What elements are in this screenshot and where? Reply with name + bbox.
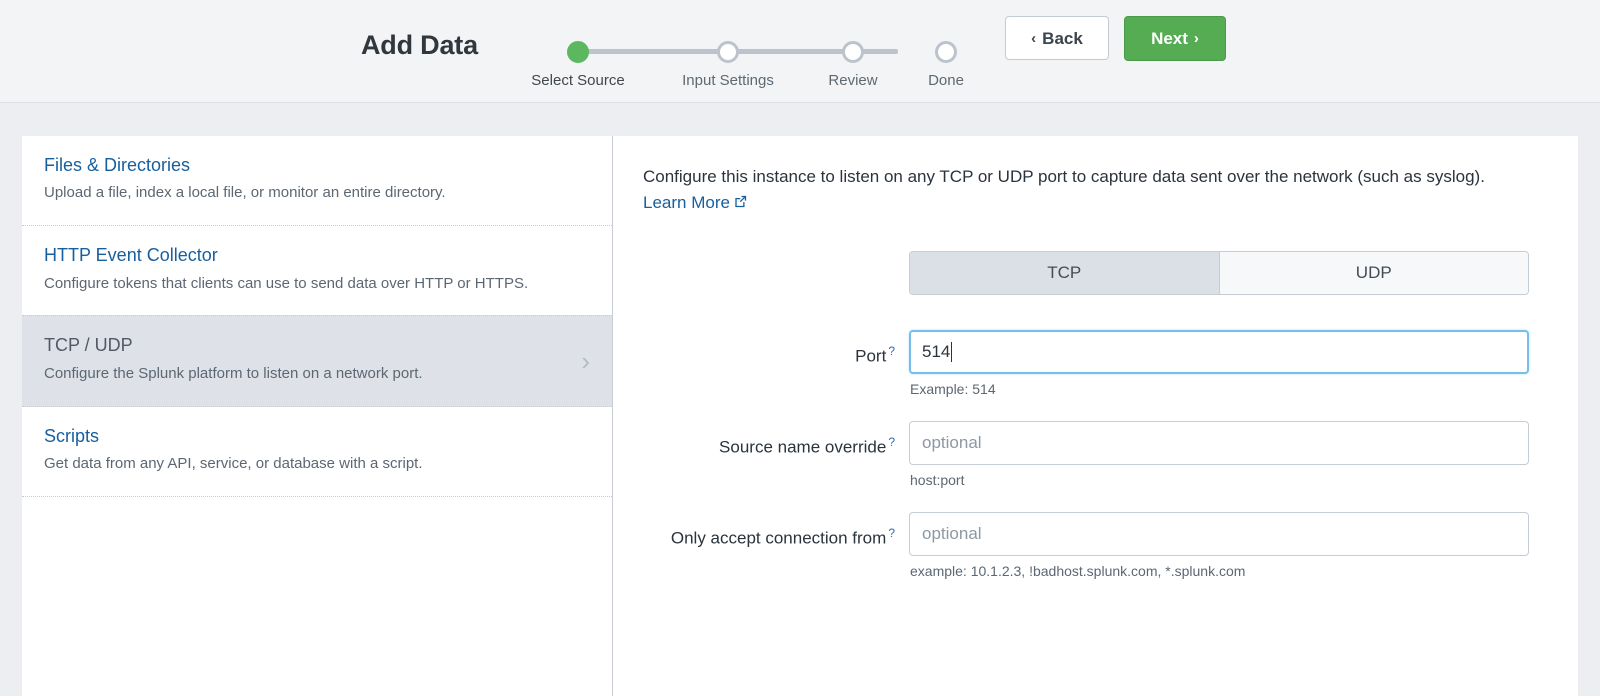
wizard-nav-buttons: ‹ Back Next › bbox=[1005, 16, 1226, 61]
page-title: Add Data bbox=[361, 30, 478, 60]
protocol-field: TCP UDP bbox=[909, 250, 1547, 327]
accept-connection-from-label-text: Only accept connection from bbox=[670, 528, 887, 548]
data-source-list: Files & Directories Upload a file, index… bbox=[22, 136, 613, 696]
next-button-label: Next bbox=[1151, 29, 1188, 48]
tcp-udp-settings-form: Configure this instance to listen on any… bbox=[613, 136, 1578, 696]
text-cursor bbox=[951, 341, 953, 362]
sidebar-item-description: Upload a file, index a local file, or mo… bbox=[44, 184, 446, 202]
next-button[interactable]: Next › bbox=[1124, 16, 1226, 61]
protocol-toggle-group: TCP UDP bbox=[909, 250, 1529, 295]
source-name-override-placeholder: optional bbox=[922, 432, 982, 452]
port-input-value: 514 bbox=[922, 341, 951, 361]
chevron-right-icon: › bbox=[581, 345, 590, 376]
accept-connection-from-help-icon[interactable]: ? bbox=[888, 525, 895, 540]
port-input[interactable]: 514 bbox=[909, 329, 1529, 374]
accept-connection-from-label: Only accept connection from? bbox=[643, 512, 909, 551]
port-field: 514 Example: 514 bbox=[909, 329, 1547, 397]
sidebar-item-description: Get data from any API, service, or datab… bbox=[44, 454, 423, 472]
sidebar-item-title: TCP / UDP bbox=[44, 335, 133, 356]
accept-connection-from-row: Only accept connection from? optional ex… bbox=[643, 511, 1547, 579]
sidebar-item-files-directories[interactable]: Files & Directories Upload a file, index… bbox=[22, 136, 612, 227]
source-name-override-label-text: Source name override bbox=[719, 437, 887, 457]
chevron-right-icon: › bbox=[1193, 30, 1199, 47]
source-name-override-label: Source name override? bbox=[643, 421, 909, 460]
source-name-override-row: Source name override? optional host:port bbox=[643, 420, 1547, 488]
form-description-text: Configure this instance to listen on any… bbox=[643, 167, 1485, 186]
step-review[interactable]: Review bbox=[798, 18, 908, 89]
step-done[interactable]: Done bbox=[891, 18, 1001, 89]
sidebar-item-title: Files & Directories bbox=[44, 155, 191, 175]
back-button[interactable]: ‹ Back bbox=[1005, 16, 1109, 60]
source-name-override-help-icon[interactable]: ? bbox=[888, 434, 895, 449]
port-label: Port? bbox=[643, 330, 909, 369]
port-label-text: Port bbox=[855, 346, 887, 366]
step-input-settings[interactable]: Input Settings bbox=[673, 18, 783, 89]
content-area: Files & Directories Upload a file, index… bbox=[0, 104, 1600, 696]
accept-connection-from-placeholder: optional bbox=[922, 523, 982, 543]
sidebar-item-description: Configure the Splunk platform to listen … bbox=[44, 364, 423, 382]
protocol-toggle-udp[interactable]: UDP bbox=[1219, 251, 1528, 294]
add-data-panel: Files & Directories Upload a file, index… bbox=[22, 136, 1578, 696]
source-name-override-input[interactable]: optional bbox=[909, 420, 1529, 465]
step-dot-input-settings bbox=[717, 41, 739, 63]
sidebar-item-http-event-collector[interactable]: HTTP Event Collector Configure tokens th… bbox=[22, 226, 612, 317]
port-help-icon[interactable]: ? bbox=[888, 343, 895, 358]
step-select-source[interactable]: Select Source bbox=[523, 18, 633, 89]
chevron-left-icon: ‹ bbox=[1031, 29, 1037, 47]
back-button-label: Back bbox=[1042, 28, 1083, 48]
form-description: Configure this instance to listen on any… bbox=[643, 164, 1523, 217]
sidebar-item-title: Scripts bbox=[44, 425, 100, 446]
protocol-label-spacer bbox=[643, 251, 909, 264]
accept-connection-from-field: optional example: 10.1.2.3, !badhost.spl… bbox=[909, 511, 1547, 579]
step-label-done: Done bbox=[928, 72, 964, 89]
port-row: Port? 514 Example: 514 bbox=[643, 329, 1547, 397]
page-header: Add Data Select Source Input Settings Re… bbox=[0, 0, 1600, 103]
step-dot-select-source bbox=[567, 41, 589, 63]
sidebar-item-tcp-udp[interactable]: TCP / UDP Configure the Splunk platform … bbox=[22, 315, 612, 407]
accept-connection-from-hint: example: 10.1.2.3, !badhost.splunk.com, … bbox=[910, 562, 1246, 579]
external-link-icon bbox=[733, 191, 748, 217]
source-name-override-field: optional host:port bbox=[909, 420, 1547, 488]
sidebar-item-title: HTTP Event Collector bbox=[44, 245, 218, 266]
step-label-select-source: Select Source bbox=[531, 72, 625, 89]
port-hint: Example: 514 bbox=[910, 380, 996, 397]
step-label-input-settings: Input Settings bbox=[682, 72, 774, 89]
sidebar-item-scripts[interactable]: Scripts Get data from any API, service, … bbox=[22, 407, 612, 497]
accept-connection-from-input[interactable]: optional bbox=[909, 511, 1529, 556]
source-name-override-hint: host:port bbox=[910, 471, 965, 488]
protocol-toggle-tcp[interactable]: TCP bbox=[910, 251, 1220, 294]
step-label-review: Review bbox=[828, 72, 878, 89]
sidebar-item-description: Configure tokens that clients can use to… bbox=[44, 274, 529, 292]
learn-more-link[interactable]: Learn More bbox=[643, 192, 730, 212]
step-dot-done bbox=[935, 41, 957, 63]
step-dot-review bbox=[842, 41, 864, 63]
wizard-step-indicator: Select Source Input Settings Review Done bbox=[525, 18, 975, 89]
protocol-row: TCP UDP bbox=[643, 250, 1547, 327]
